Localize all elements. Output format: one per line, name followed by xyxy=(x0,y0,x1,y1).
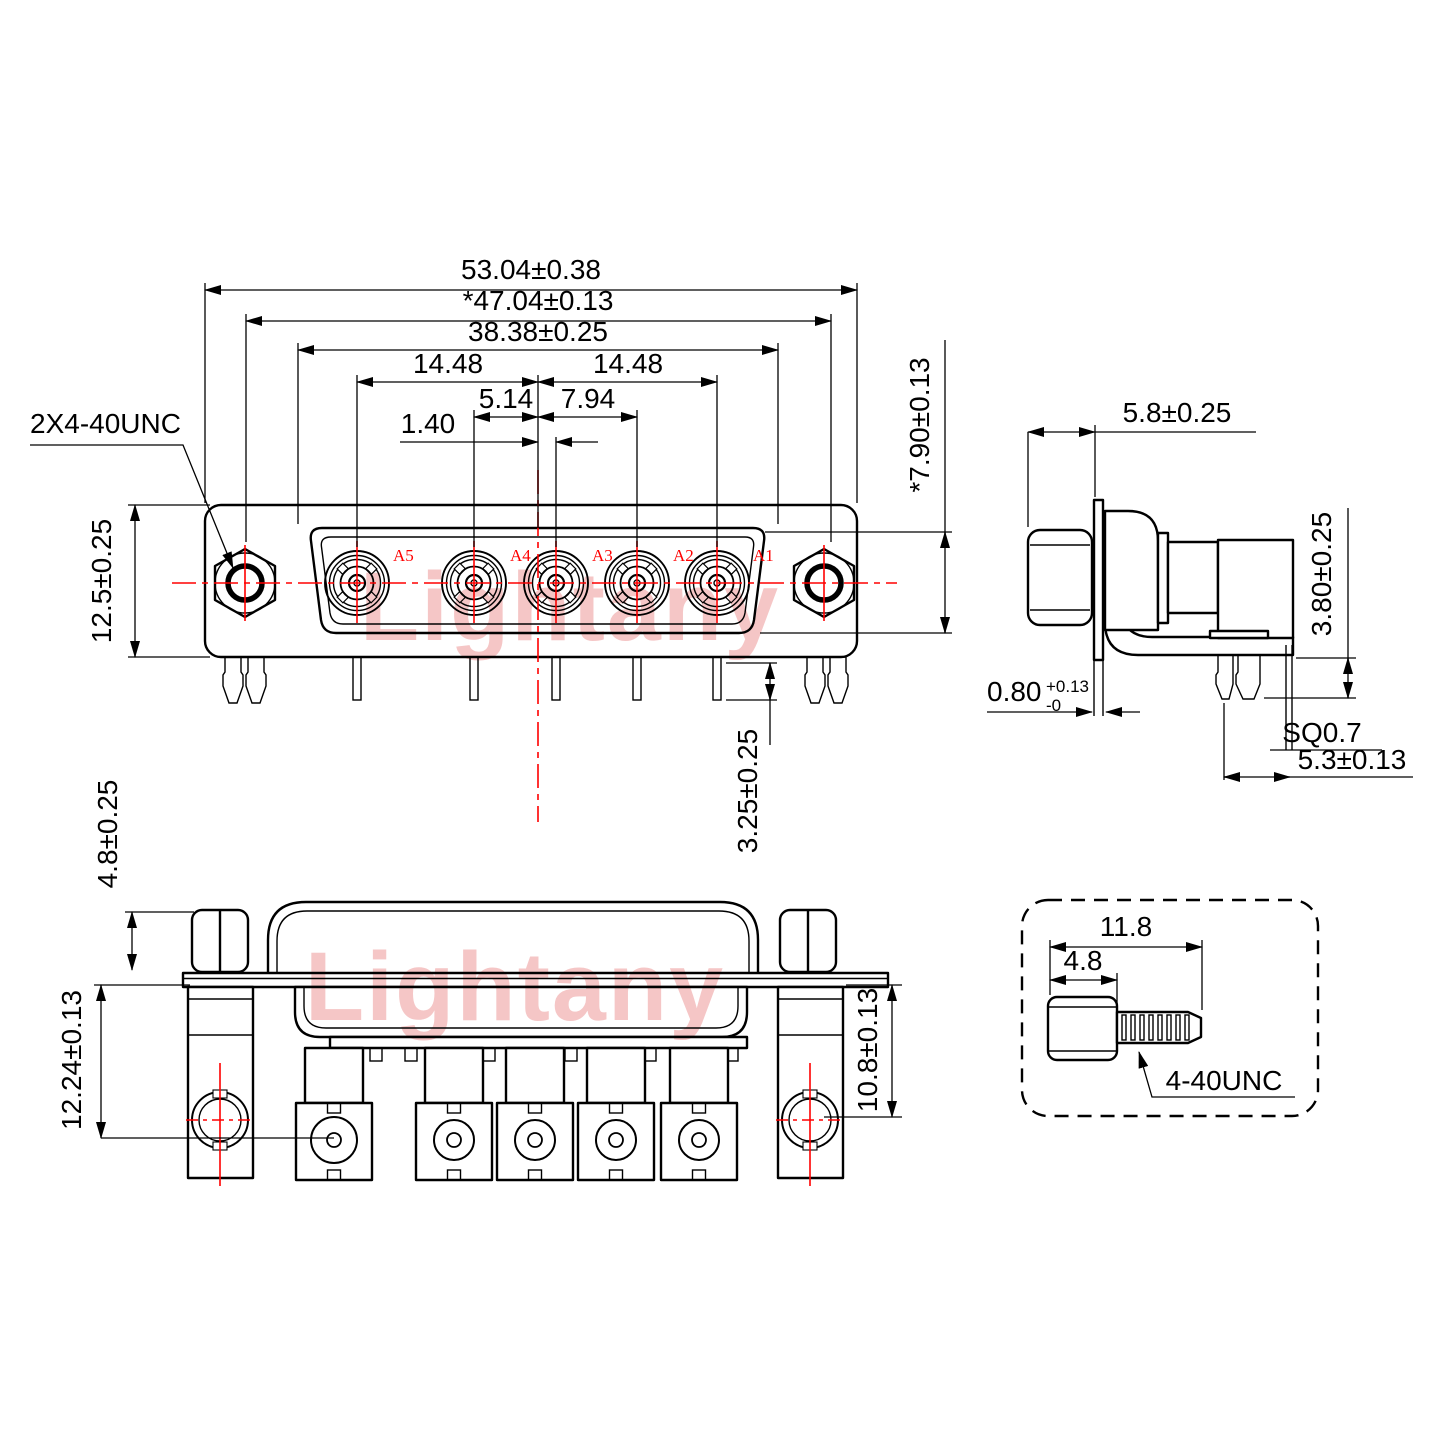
side-housing xyxy=(1103,509,1160,632)
snap-post xyxy=(827,656,849,704)
watermark-front: Lightany xyxy=(360,552,780,661)
dim-a4-offset: 5.14 xyxy=(479,383,534,414)
dim-a2-offset: 7.94 xyxy=(561,383,616,414)
bottom-view: 4.8±0.25 12.24±0.13 10.8±0.13 xyxy=(56,780,902,1186)
dim-pitch-left: 14.48 xyxy=(413,348,483,379)
dim-pitch-right: 14.48 xyxy=(593,348,663,379)
side-foot xyxy=(1208,629,1270,640)
side-post xyxy=(1235,654,1261,700)
dim-flange-thickness: 0.80 xyxy=(987,676,1042,707)
bottom-hex-nut-left xyxy=(190,908,250,974)
coax-body xyxy=(659,1101,739,1182)
side-step xyxy=(1156,531,1170,625)
insert-outline-outer xyxy=(309,526,766,635)
bottom-shroud-inner xyxy=(303,986,739,1029)
bottom-coax-bodies xyxy=(294,1101,739,1182)
front-centerlines xyxy=(172,470,897,822)
dim-square-pin: SQ0.7 xyxy=(1282,717,1361,748)
coax-body xyxy=(495,1101,575,1182)
watermark-bottom: Lightany xyxy=(305,932,725,1041)
dim-overall-width: 53.04±0.38 xyxy=(461,254,601,285)
screw-threads xyxy=(1121,1014,1190,1041)
snap-post xyxy=(222,656,244,704)
snap-post xyxy=(804,656,826,704)
contact-label-a1: A1 xyxy=(753,546,774,565)
bottom-shell-inner xyxy=(276,910,750,979)
dim-pin-offset: 5.3±0.13 xyxy=(1298,744,1407,775)
bottom-centerlines xyxy=(186,1063,844,1186)
dim-post-height: 3.80±0.25 xyxy=(1306,512,1337,636)
snap-post xyxy=(245,656,267,704)
dim-body-depth: 10.8±0.13 xyxy=(852,988,883,1112)
coax-body xyxy=(414,1101,494,1182)
insert-outline-inner xyxy=(320,536,755,625)
front-dimensions: 53.04±0.38 *47.04±0.13 38.38±0.25 14.48 … xyxy=(30,254,952,853)
contact-label-a5: A5 xyxy=(393,546,414,565)
contact-label-a4: A4 xyxy=(510,546,531,565)
dim-insert-width: 38.38±0.25 xyxy=(468,316,608,347)
dim-flange-width: *47.04±0.13 xyxy=(463,285,614,316)
dim-screw-head: 4.8 xyxy=(1064,945,1103,976)
bottom-necks xyxy=(303,1046,730,1105)
dim-flange-thickness-plus: +0.13 xyxy=(1046,677,1089,696)
front-pins xyxy=(222,656,849,704)
dim-nut-height: 4.8±0.25 xyxy=(92,780,123,889)
screw-thread-callout: 4-40UNC xyxy=(1166,1065,1283,1096)
screw-detail: 11.8 4.8 4-40UNC xyxy=(1020,898,1320,1118)
side-flange xyxy=(1092,498,1105,662)
dim-body-height: 12.5±0.25 xyxy=(86,519,117,643)
dim-pin-protrusion: 3.25±0.25 xyxy=(732,729,763,853)
front-body-outline xyxy=(203,503,859,659)
dim-a3-offset: 1.40 xyxy=(401,408,456,439)
side-view: 5.8±0.25 0.80 +0.13 -0 3.80±0.25 SQ0 xyxy=(987,397,1413,782)
dim-front-depth: 5.8±0.25 xyxy=(1123,397,1232,428)
detail-box xyxy=(1020,898,1320,1118)
front-view: A5 A4 A3 A2 A1 53.04±0.38 *47.04±0.13 38… xyxy=(30,254,952,853)
side-coupling-nut xyxy=(1026,528,1094,627)
coax-body xyxy=(576,1101,656,1182)
side-block xyxy=(1216,538,1295,640)
front-thread-callout: 2X4-40UNC xyxy=(30,408,181,439)
side-post xyxy=(1215,654,1234,700)
bottom-hex-nut-right xyxy=(778,908,838,974)
contact-label-a2: A2 xyxy=(673,546,694,565)
contact-label-a3: A3 xyxy=(592,546,613,565)
dim-screw-length: 11.8 xyxy=(1100,911,1152,942)
dim-flange-thickness-minus: -0 xyxy=(1046,696,1061,715)
dim-insert-height: *7.90±0.13 xyxy=(904,357,935,492)
side-cylinder xyxy=(1166,540,1220,615)
dim-bracket-depth: 12.24±0.13 xyxy=(56,990,87,1130)
coax-body xyxy=(294,1101,374,1182)
bottom-shell-outer xyxy=(266,900,760,980)
